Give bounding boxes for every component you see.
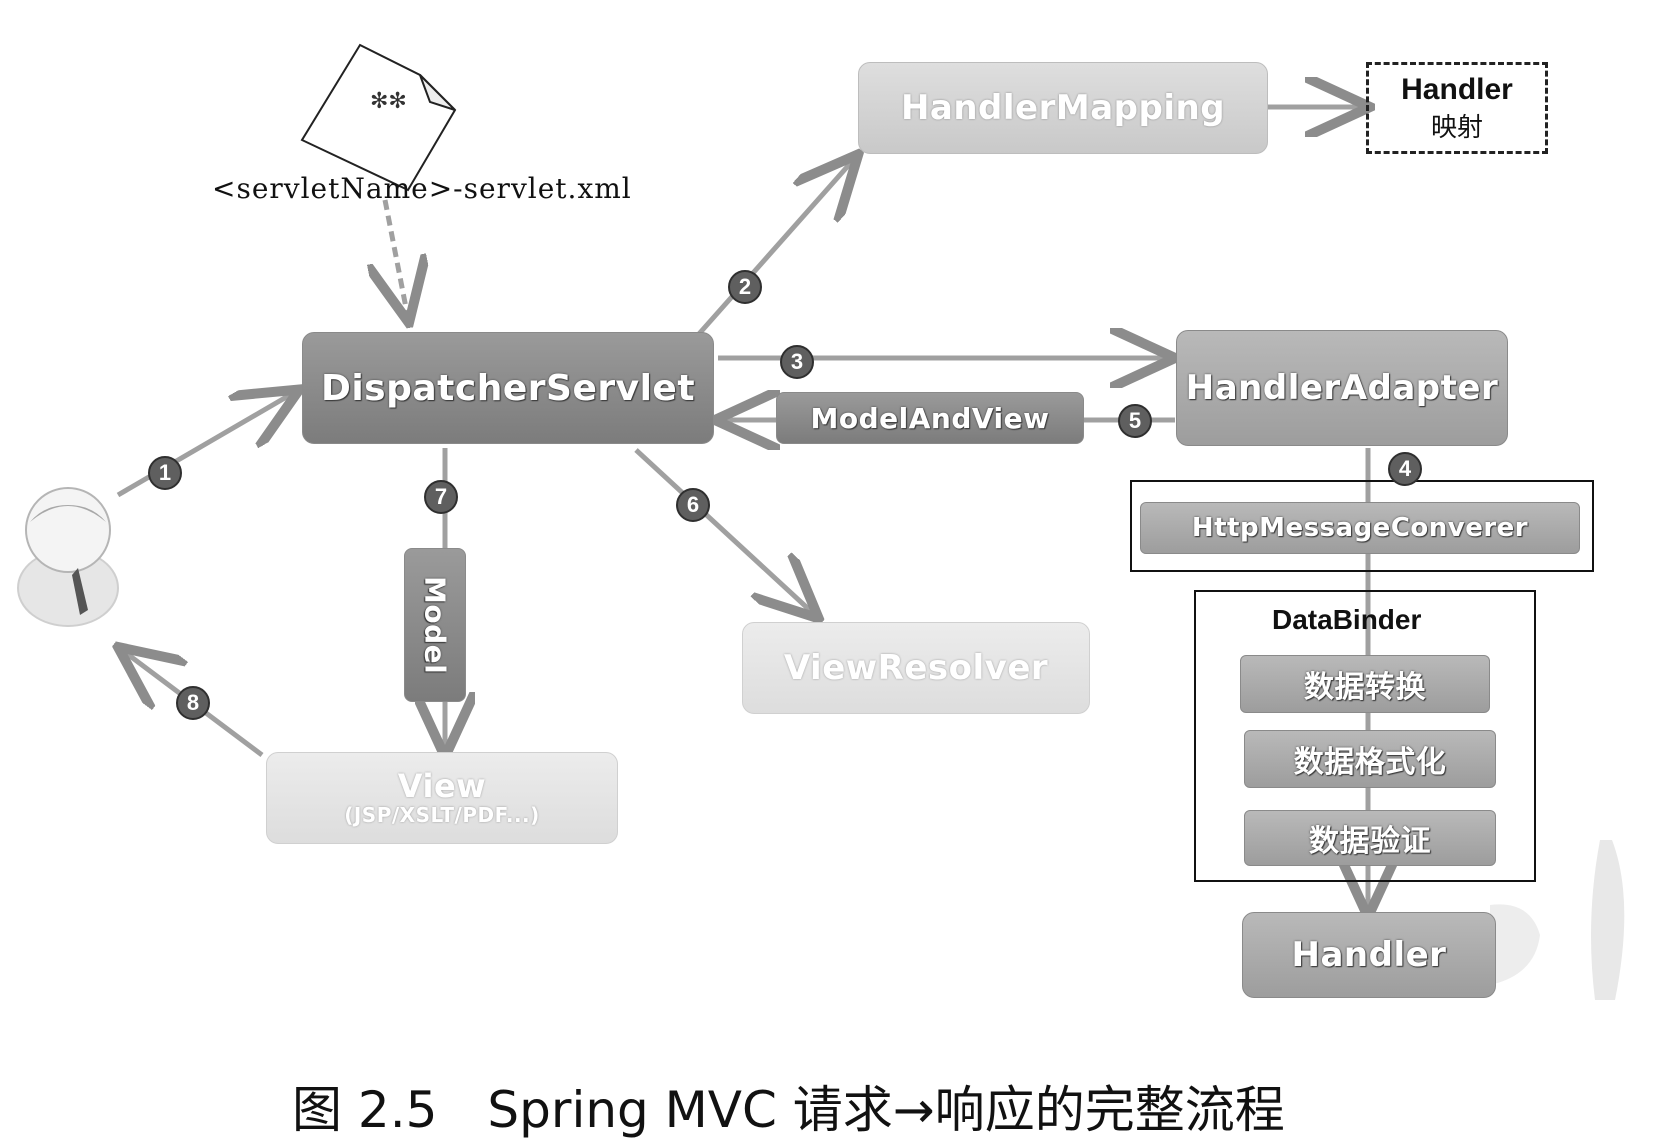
user-icon <box>17 487 119 627</box>
view-box: View (JSP/XSLT/PDF...) <box>266 752 618 844</box>
config-file-label: <servletName>-servlet.xml <box>212 172 632 205</box>
data-validate-step: 数据验证 <box>1244 810 1496 866</box>
step-badge-2: 2 <box>728 270 762 304</box>
step-badge-7: 7 <box>424 480 458 514</box>
data-binder-title: DataBinder <box>1272 604 1422 635</box>
figure-caption: 图 2.5 Spring MVC 请求→响应的完整流程 <box>292 1081 1285 1139</box>
handler-map-line2: 映射 <box>1430 112 1483 143</box>
data-format-step: 数据格式化 <box>1244 730 1496 788</box>
model-box: Model <box>404 548 466 702</box>
handler-mapping-box: HandlerMapping <box>858 62 1268 154</box>
handler-map-box: Handler 映射 <box>1366 62 1548 154</box>
view-subtitle: (JSP/XSLT/PDF...) <box>344 803 540 827</box>
model-label: Model <box>418 575 452 675</box>
view-title: View <box>397 767 487 805</box>
data-binder-frame <box>1194 590 1536 882</box>
arrow-dispatcher-to-mapping <box>696 158 855 337</box>
arrow-user-to-dispatcher <box>116 392 295 498</box>
right-edge-texture <box>1591 840 1625 1000</box>
step-badge-1: 1 <box>148 456 182 490</box>
data-convert-step: 数据转换 <box>1240 655 1490 713</box>
message-converter-box: HttpMessageConverer <box>1140 502 1580 554</box>
step-badge-6: 6 <box>676 488 710 522</box>
step-badge-4: 4 <box>1388 452 1422 486</box>
handler-map-line1: Handler <box>1401 72 1513 106</box>
asterisk-mark: ✻✻ <box>370 89 407 114</box>
handler-box: Handler <box>1242 912 1496 998</box>
message-converter-frame <box>1130 480 1594 572</box>
xml-document-icon <box>300 43 457 192</box>
arrow-dispatcher-to-viewresolver <box>634 448 815 615</box>
arrow-config-to-dispatcher <box>385 199 408 318</box>
step-badge-8: 8 <box>176 686 210 720</box>
dispatcher-servlet-box: DispatcherServlet <box>302 332 714 444</box>
step-badge-3: 3 <box>780 345 814 379</box>
model-and-view-box: ModelAndView <box>776 392 1084 444</box>
handler-adapter-box: HandlerAdapter <box>1176 330 1508 446</box>
step-badge-5: 5 <box>1118 404 1152 438</box>
view-resolver-box: ViewResolver <box>742 622 1090 714</box>
